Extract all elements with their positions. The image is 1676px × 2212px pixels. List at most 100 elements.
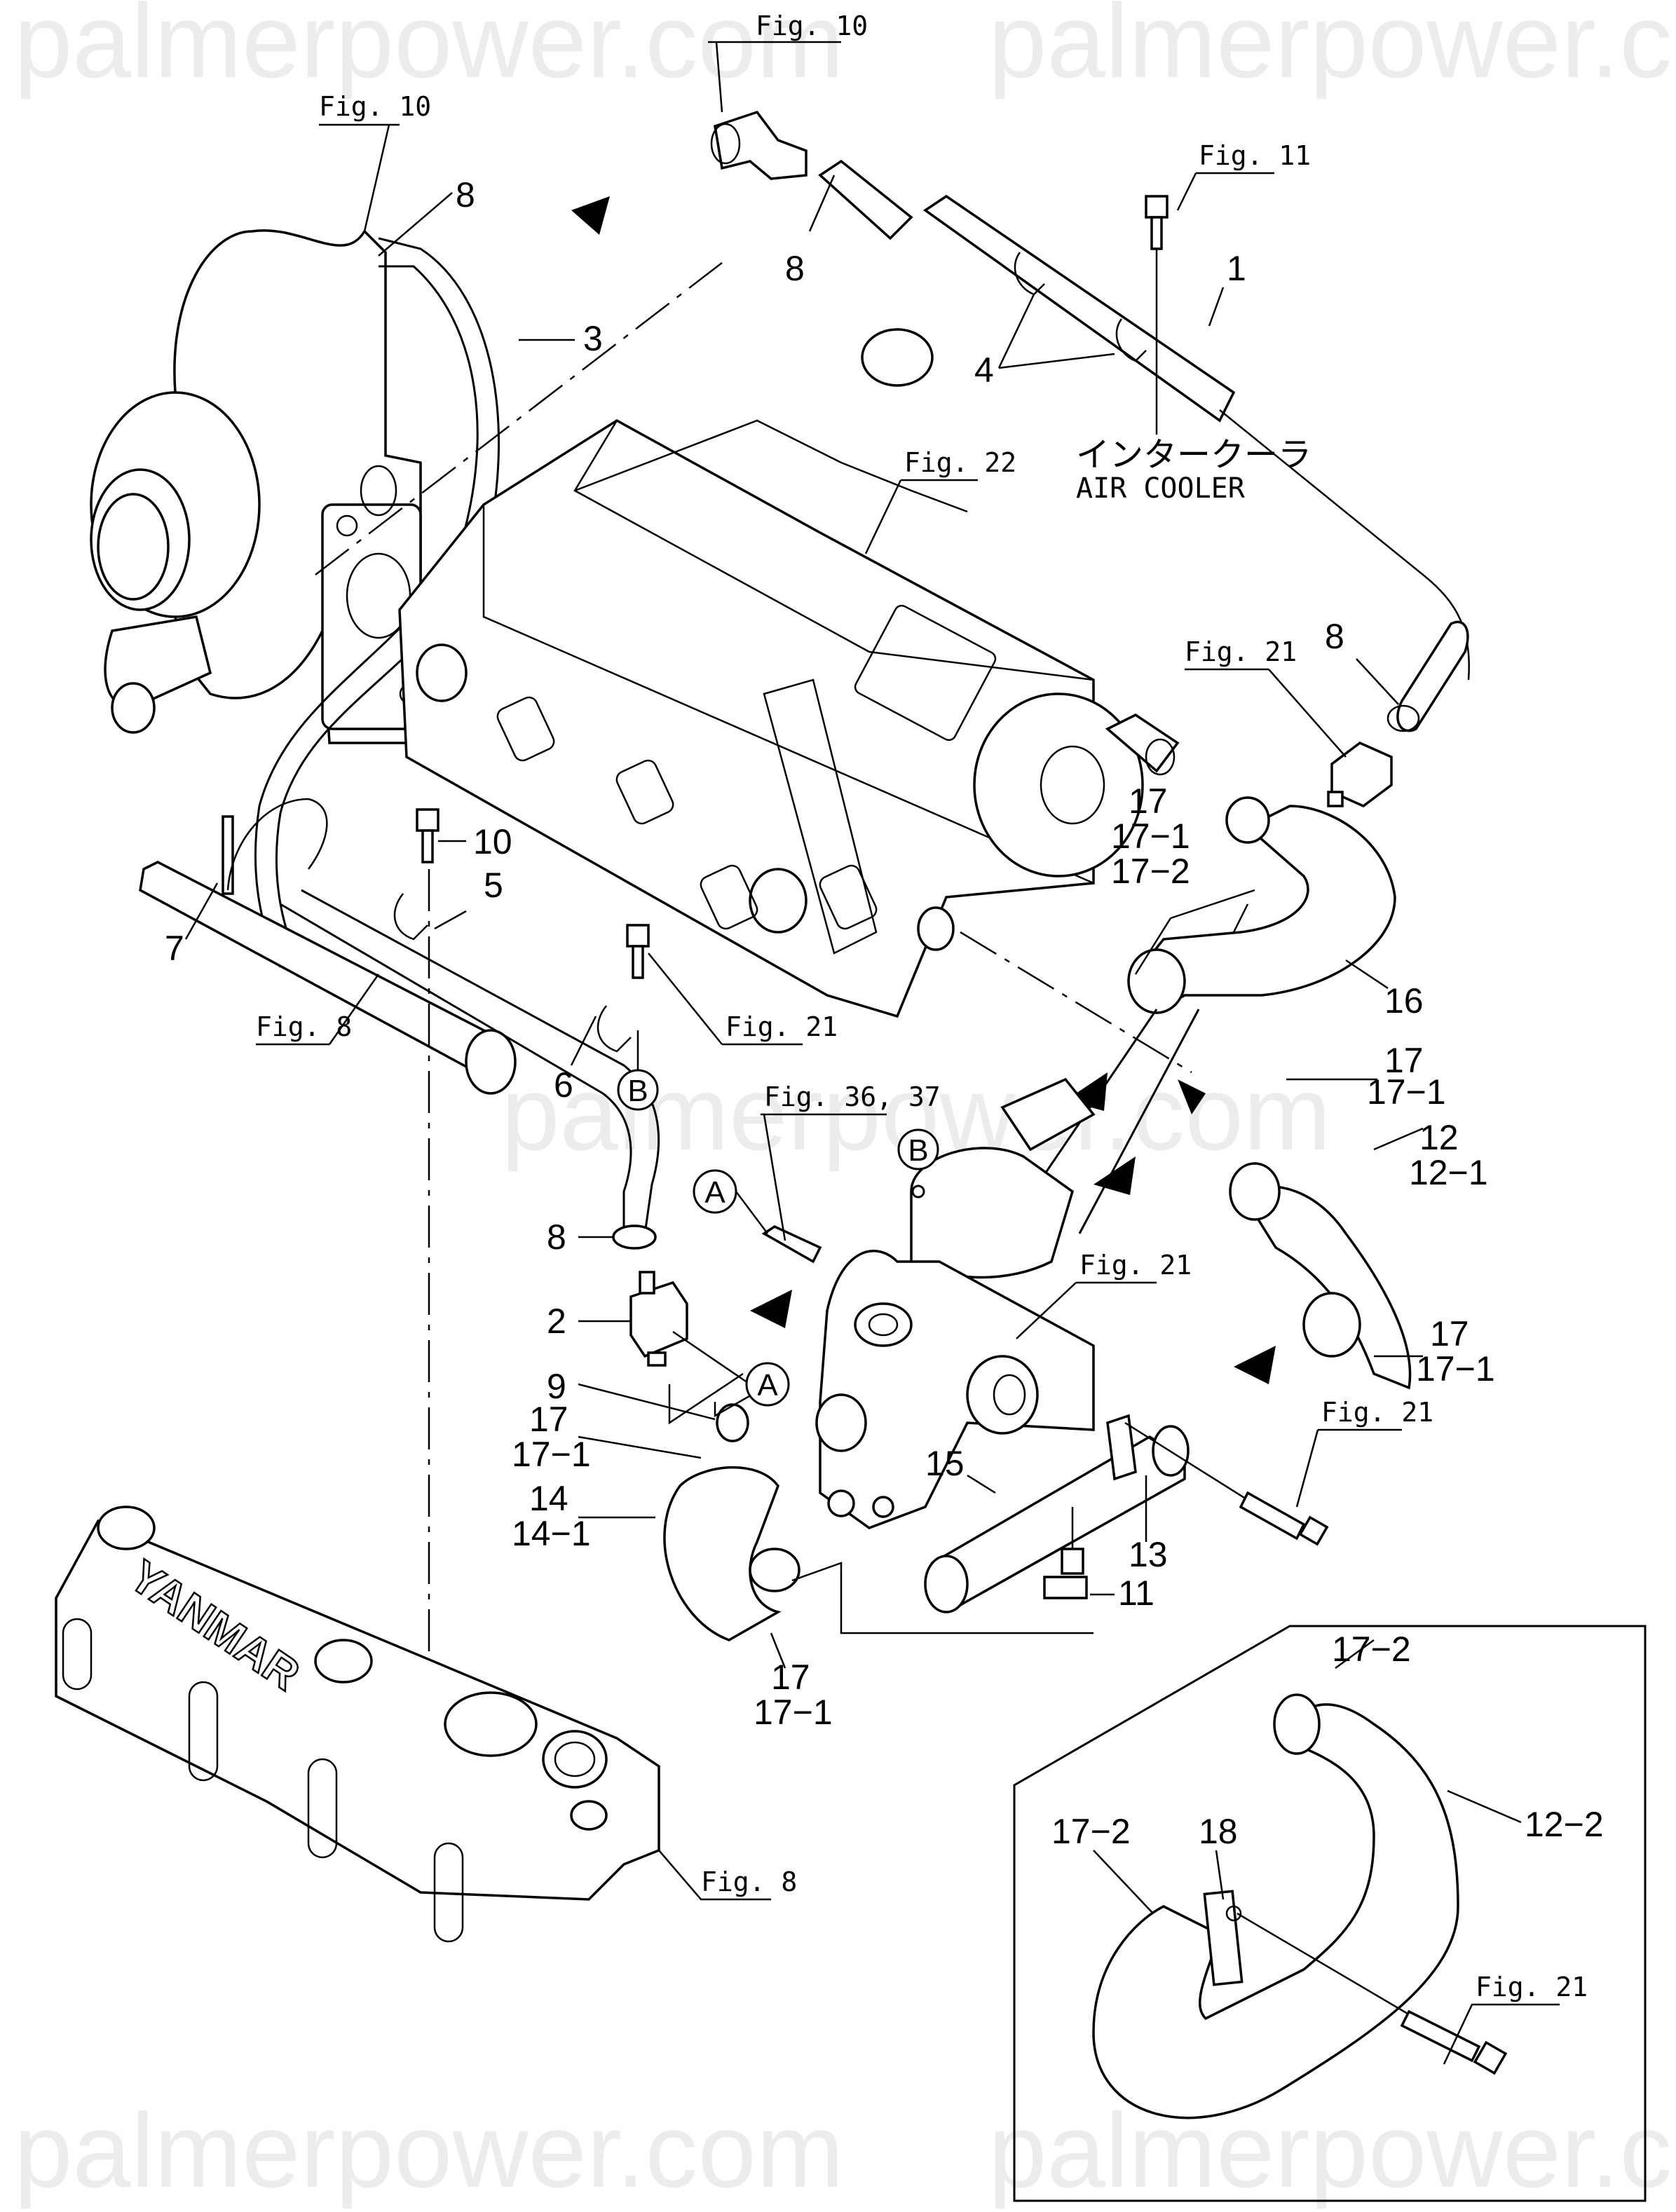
- head-outlet-upper: [1105, 713, 1180, 776]
- fig-ref-21-bolt-left: Fig. 21: [725, 1011, 838, 1042]
- callout-6: 6: [554, 1065, 573, 1105]
- callout-15: 15: [925, 1444, 965, 1483]
- turbocharger: [90, 229, 422, 744]
- tee-fitting-2: [629, 1271, 688, 1367]
- callout-8-lower: 8: [547, 1217, 566, 1257]
- fig-ref-turbo: Fig. 10: [319, 91, 431, 122]
- clamp-4b: [1115, 318, 1147, 362]
- dashed-centerline-turbo: [315, 262, 723, 575]
- svg-text:B: B: [908, 1133, 928, 1168]
- callout-16: 16: [1384, 981, 1424, 1020]
- callout-8-cooler: 8: [1325, 617, 1344, 656]
- callout-7: 7: [165, 929, 184, 968]
- inset-callout-17-2-left: 17−2: [1051, 1812, 1131, 1851]
- watermark-bottom-left: palmerpower.com: [14, 2091, 844, 2209]
- fig-ref-8-cover: Fig. 8: [701, 1866, 797, 1897]
- bolt-fig21-left: [626, 924, 650, 979]
- callout-17-top: 17: [1129, 781, 1168, 821]
- head-outlet-lower: [917, 906, 955, 951]
- connector-a-tee: A: [745, 1362, 790, 1407]
- hose-12-2: [1092, 1703, 1459, 2119]
- cylinder-head: [398, 328, 1144, 1018]
- hose-14: [663, 1466, 782, 1641]
- valve-cover: YANMAR: [55, 1506, 660, 1943]
- callout-17-2-top: 17−2: [1111, 852, 1190, 891]
- callout-9: 9: [547, 1367, 566, 1406]
- callout-17-1-right2: 17−1: [1416, 1349, 1495, 1388]
- watermark-top-right: palmerpower.com: [988, 0, 1676, 100]
- clamp-4a: [1014, 252, 1045, 296]
- callout-17-1-top: 17−1: [1111, 817, 1190, 856]
- fig-ref-8-pipe: Fig. 8: [256, 1011, 352, 1042]
- callout-8-turbo: 8: [456, 175, 475, 214]
- water-pipe: [139, 861, 517, 1095]
- svg-text:B: B: [627, 1074, 648, 1108]
- fig-ref-11: Fig. 11: [1199, 140, 1311, 171]
- callout-17-1-left: 17−1: [512, 1435, 591, 1474]
- fig-ref-21-pump: Fig. 21: [1079, 1250, 1192, 1281]
- fig-ref-21-fitting: Fig. 21: [1185, 636, 1297, 667]
- direction-arrow: [1094, 1156, 1136, 1195]
- callout-13: 13: [1129, 1535, 1168, 1574]
- dashed-centerline-pump: [960, 931, 1192, 1074]
- bolt-inset: [1400, 2009, 1508, 2075]
- inset-callout-18: 18: [1199, 1812, 1238, 1851]
- callout-12: 12: [1419, 1118, 1459, 1157]
- fitting-fig21: [1327, 741, 1393, 808]
- callout-17-1-right: 17−1: [1367, 1072, 1446, 1112]
- direction-arrow: [571, 196, 610, 235]
- cooler-fitting: [1387, 620, 1469, 732]
- callout-5: 5: [484, 866, 503, 905]
- watermark-bottom-right: palmerpower.com: [988, 2091, 1676, 2209]
- direction-arrow: [750, 1290, 792, 1328]
- fig-ref-21-bolt-right: Fig. 21: [1321, 1397, 1433, 1428]
- fig-ref-36-37: Fig. 36, 37: [764, 1081, 941, 1112]
- inset-alternate-hose: [1013, 1625, 1647, 2202]
- callout-11: 11: [1118, 1573, 1154, 1613]
- callout-12-1: 12−1: [1409, 1153, 1488, 1192]
- drain-cock-11: [1043, 1507, 1088, 1599]
- temperature-sensor: [761, 1225, 822, 1264]
- callout-4: 4: [974, 350, 994, 390]
- callout-14-1: 14−1: [512, 1514, 591, 1553]
- svg-text:A: A: [704, 1175, 725, 1210]
- direction-arrow: [1234, 1346, 1276, 1384]
- bolt-10: [416, 808, 440, 863]
- pipe-15: [924, 1414, 1190, 1613]
- bracket-18: [1203, 1890, 1244, 1986]
- clamp-6: [597, 1005, 632, 1053]
- fig-ref-22: Fig. 22: [904, 447, 1016, 478]
- plug-9: [716, 1403, 749, 1442]
- callout-3: 3: [583, 319, 603, 358]
- fig-ref-21-inset: Fig. 21: [1476, 1972, 1588, 2002]
- watermark-top-left: palmerpower.com: [14, 0, 844, 100]
- callout-17-right: 17: [1384, 1041, 1424, 1080]
- callout-10: 10: [473, 822, 512, 861]
- direction-arrow: [1178, 1079, 1206, 1114]
- connector-a-sensor: A: [693, 1169, 737, 1214]
- callout-17-right2: 17: [1430, 1314, 1469, 1353]
- hose-16: [1134, 805, 1396, 1002]
- callout-17-left: 17: [529, 1400, 568, 1439]
- cooler-line: [1219, 409, 1470, 681]
- air-cooler-label-en: AIR COOLER: [1076, 472, 1246, 505]
- connector-b-thermostat: B: [897, 1128, 939, 1170]
- inset-callout-12-2: 12−2: [1525, 1805, 1604, 1844]
- callout-8-pipe: 8: [785, 249, 805, 288]
- bolt-air-cooler: [1145, 195, 1169, 250]
- callout-1: 1: [1227, 249, 1246, 288]
- air-cooler-label-jp: インタークーラ: [1076, 435, 1311, 475]
- water-pump: [815, 1250, 1095, 1529]
- clamp-5: [393, 893, 428, 941]
- bolt-fig21-right: [1124, 1421, 1329, 1546]
- leader-lines: [184, 41, 1560, 2065]
- callout-14: 14: [529, 1479, 568, 1518]
- callout-17-1-bottom: 17−1: [754, 1693, 833, 1732]
- connector-b-pipe: B: [617, 1069, 659, 1111]
- callout-17-bottom: 17: [771, 1658, 810, 1697]
- inset-callout-17-2-top: 17−2: [1332, 1630, 1411, 1669]
- callout-2: 2: [547, 1302, 566, 1341]
- fig-ref-elbow: Fig. 10: [756, 11, 868, 41]
- elbow-fitting: [710, 110, 808, 180]
